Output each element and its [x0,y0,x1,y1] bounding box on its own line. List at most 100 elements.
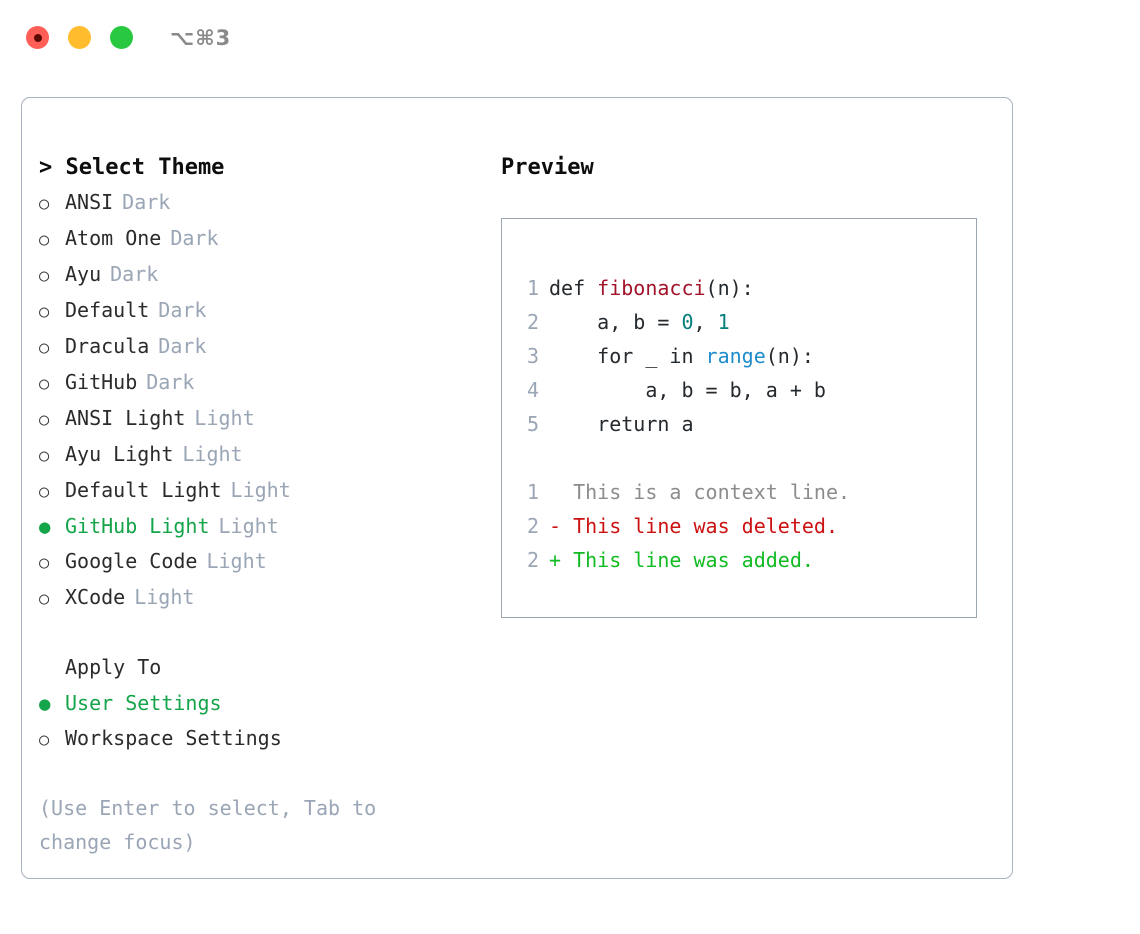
diff-line: 2- This line was deleted. [519,509,850,543]
apply-to-option-label: Workspace Settings [65,726,282,750]
theme-variant-tag: Dark [170,226,219,250]
code-token-plain: def [549,276,598,300]
code-line: 4 a, b = b, a + b [519,373,850,407]
theme-option-label: ANSI [65,190,114,214]
diff-text: This is a context line. [573,480,851,504]
code-token-call: range [705,344,766,368]
theme-variant-tag: Light [218,514,279,538]
apply-to-list: ● User Settings ○ Workspace Settings [39,686,489,757]
apply-to-option-label: User Settings [65,691,222,715]
theme-variant-tag: Light [194,406,255,430]
radio-unselected-icon: ○ [39,194,50,214]
theme-option-default[interactable]: ○ Default Dark [39,293,489,329]
radio-selected-icon: ● [39,693,51,715]
theme-option-label: ANSI Light [65,406,186,430]
spacer-icon: ○ [39,652,65,686]
code-line: 3 for _ in range(n): [519,339,850,373]
code-token-plain: (n): [765,344,814,368]
code-token-num: 1 [717,310,730,334]
diff-text: This line was added. [573,548,814,572]
theme-variant-tag: Dark [146,370,195,394]
radio-unselected-icon: ○ [39,266,50,286]
theme-option-ayu[interactable]: ○ Ayu Dark [39,257,489,293]
select-theme-heading: > Select Theme [39,155,225,180]
theme-variant-tag: Light [182,442,243,466]
line-number: 2 [526,514,539,538]
code-token-plain: return a [549,412,694,436]
diff-text: This line was deleted. [573,514,838,538]
code-token-plain: , [693,310,718,334]
apply-to-option-user-settings[interactable]: ● User Settings [39,686,489,721]
line-number: 2 [526,548,539,572]
traffic-light-controls [26,26,133,49]
theme-option-label: Ayu Light [65,442,174,466]
theme-option-label: Atom One [65,226,162,250]
code-spacer [519,441,850,475]
code-token-plain: a, b = [549,310,682,334]
minimize-button[interactable] [68,26,91,49]
diff-marker: + [549,548,574,572]
theme-option-ayu-light[interactable]: ○ Ayu Light Light [39,437,489,473]
spacer [39,616,489,650]
radio-unselected-icon: ○ [39,482,50,502]
radio-unselected-icon: ○ [39,230,50,250]
theme-option-label: GitHub [65,370,138,394]
line-number: 5 [526,412,539,436]
code-token-fn: fibonacci [597,276,706,300]
line-number: 4 [526,378,539,402]
diff-line: 1 This is a context line. [519,475,850,509]
theme-option-label: GitHub Light [65,514,210,538]
diff-marker [549,480,573,504]
radio-unselected-icon: ○ [39,553,50,573]
radio-selected-icon: ● [39,516,51,538]
radio-unselected-icon: ○ [39,338,50,358]
theme-option-github[interactable]: ○ GitHub Dark [39,365,489,401]
theme-option-label: Default Light [65,478,222,502]
maximize-button[interactable] [110,26,133,49]
keyboard-shortcut-label: ⌥⌘3 [170,26,232,50]
apply-to-heading: ○ Apply To [39,650,489,686]
theme-option-default-light[interactable]: ○ Default Light Light [39,473,489,509]
theme-variant-tag: Dark [158,298,207,322]
line-number: 1 [526,480,539,504]
radio-unselected-icon: ○ [39,302,50,322]
radio-unselected-icon: ○ [39,730,50,750]
close-button[interactable] [26,26,49,49]
diff-line: 2 + This line was added. [519,543,850,577]
radio-unselected-icon: ○ [39,374,50,394]
line-number: 1 [526,276,539,300]
theme-option-label: Ayu [65,262,102,286]
theme-variant-tag: Dark [110,262,159,286]
theme-variant-tag: Light [230,478,291,502]
code-line: 5 return a [519,407,850,441]
code-token-plain: (n): [705,276,754,300]
theme-option-label: Dracula [65,334,150,358]
apply-to-option-workspace-settings[interactable]: ○ Workspace Settings [39,721,489,757]
theme-option-label: Default [65,298,150,322]
theme-option-atom-one[interactable]: ○ Atom One Dark [39,221,489,257]
apply-to-label: Apply To [65,655,162,679]
title-bar: ⌥⌘3 [0,0,1140,78]
theme-variant-tag: Light [134,585,195,609]
code-line: 2 a, b = 0, 1 [519,305,850,339]
code-token-num: 0 [681,310,694,334]
theme-option-label: Google Code [65,549,198,573]
radio-unselected-icon: ○ [39,446,50,466]
code-line: 1 def fibonacci(n): [519,271,850,305]
code-token-plain: for _ in [549,344,706,368]
theme-option-github-light[interactable]: ● GitHub Light Light [39,509,489,544]
code-token-plain: a, b = b, a + b [549,378,826,402]
line-number: 2 [526,310,539,334]
keyboard-hint-text: (Use Enter to select, Tab to change focu… [39,796,377,854]
